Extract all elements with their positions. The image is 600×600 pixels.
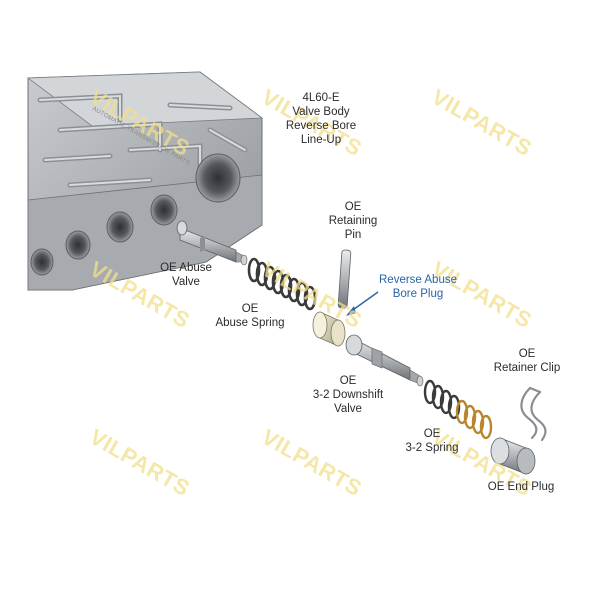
oe-3-2-downshift-valve-part <box>345 334 424 387</box>
label-line: Retainer Clip <box>493 362 561 374</box>
label-line: OE <box>423 428 441 440</box>
label-line: 3-2 Downshift <box>312 389 384 401</box>
title-line: Valve Body <box>292 106 350 118</box>
label-oe-abuse-valve: OE Abuse Valve <box>146 261 226 289</box>
label-line: Reverse Abuse <box>379 274 457 286</box>
label-line: Abuse Spring <box>215 317 285 329</box>
label-line: Bore Plug <box>392 288 444 300</box>
diagram-title: 4L60-E Valve Body Reverse Bore Line-Up <box>266 91 376 147</box>
label-line: Pin <box>344 229 362 241</box>
label-line: OE <box>518 348 536 360</box>
valve-body-casting <box>26 71 264 291</box>
label-oe-3-2-spring: OE 3-2 Spring <box>392 427 472 455</box>
oe-end-plug-part <box>490 437 536 475</box>
oe-retainer-clip-part <box>520 386 547 442</box>
label-oe-retainer-clip: OE Retainer Clip <box>482 347 572 375</box>
title-line: 4L60-E <box>302 92 340 104</box>
label-line: OE <box>344 201 362 213</box>
oe-abuse-spring-part <box>247 257 317 311</box>
oe-abuse-valve-part <box>176 220 248 266</box>
title-line: Line-Up <box>300 134 342 146</box>
label-line: Valve <box>172 276 200 288</box>
oe-retaining-pin-part <box>337 249 352 309</box>
title-line: Reverse Bore <box>285 120 357 132</box>
label-reverse-abuse-bore-plug: Reverse Abuse Bore Plug <box>370 273 466 301</box>
bore-plug-pointer-arrow <box>346 291 379 316</box>
label-line: OE <box>339 375 357 387</box>
reverse-abuse-bore-plug-part <box>312 311 346 347</box>
label-line: OE <box>241 303 259 315</box>
label-line: Valve <box>334 403 362 415</box>
label-oe-retaining-pin: OE Retaining Pin <box>313 200 393 242</box>
label-oe-end-plug: OE End Plug <box>476 480 566 494</box>
label-oe-abuse-spring: OE Abuse Spring <box>206 302 294 330</box>
label-line: OE End Plug <box>487 481 555 493</box>
label-line: 3-2 Spring <box>405 442 459 454</box>
label-line: OE Abuse <box>160 262 212 274</box>
label-oe-3-2-downshift-valve: OE 3-2 Downshift Valve <box>300 374 396 416</box>
oe-3-2-spring-part <box>423 379 493 440</box>
label-line: Retaining <box>328 215 378 227</box>
